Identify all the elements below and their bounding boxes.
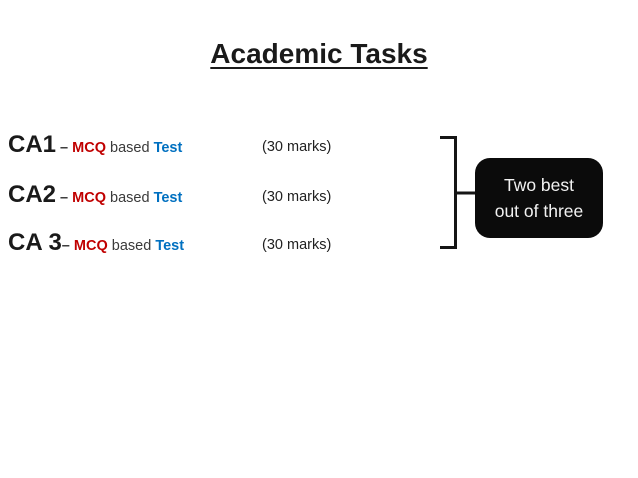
task-test-text: Test [155, 238, 185, 254]
task-row-ca3: CA 3– MCQ based Test (30 marks) [8, 228, 628, 258]
task-mcq-text: MCQ [72, 140, 106, 156]
task-separator: – [56, 190, 73, 206]
task-separator: – [56, 140, 73, 156]
task-label: CA 3 [8, 229, 62, 256]
task-mcq-text: MCQ [73, 238, 108, 254]
callout-box: Two best out of three [475, 158, 603, 238]
task-based-text: based [105, 190, 154, 206]
task-row-ca1: CA1 – MCQ based Test (30 marks) [8, 130, 628, 160]
slide-title-text: Academic Tasks [210, 38, 428, 69]
task-marks: (30 marks) [262, 189, 332, 205]
task-test-text: Test [153, 190, 183, 206]
task-label: CA1 [8, 131, 57, 158]
task-marks: (30 marks) [262, 237, 332, 253]
slide-title: Academic Tasks [0, 36, 638, 72]
task-based-text: based [105, 140, 154, 156]
callout-text-line1: Two best [503, 175, 575, 195]
task-label: CA2 [8, 181, 57, 208]
task-separator: – [61, 238, 74, 254]
grouping-bracket [440, 136, 480, 249]
task-based-text: based [107, 238, 156, 254]
task-test-text: Test [153, 140, 183, 156]
callout-text-line2: out of three [494, 201, 584, 221]
task-row-ca2: CA2 – MCQ based Test (30 marks) [8, 180, 628, 210]
task-mcq-text: MCQ [72, 190, 106, 206]
task-marks: (30 marks) [262, 139, 332, 155]
